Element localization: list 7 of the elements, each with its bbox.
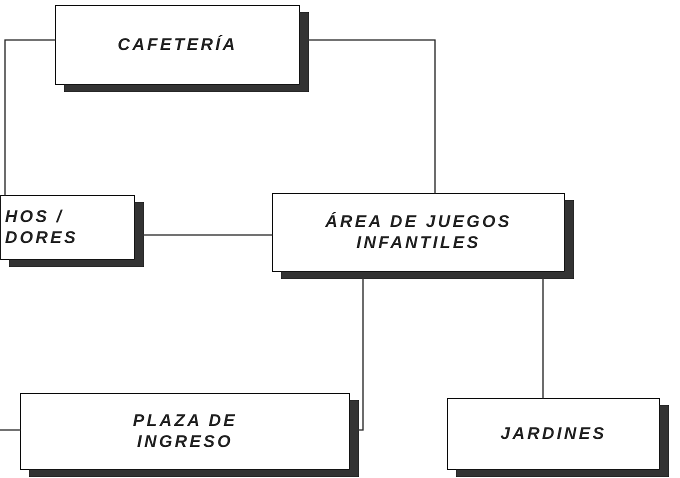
area-label: CAFETERÍA <box>118 34 238 56</box>
connector-line <box>0 429 20 431</box>
area-label: ÁREA DE JUEGOS INFANTILES <box>324 212 513 253</box>
area-label: HOS / DORES <box>5 207 79 248</box>
area-label: JARDINES <box>500 424 606 444</box>
area-label: PLAZA DE INGRESO <box>132 411 238 452</box>
connector-line <box>4 39 55 195</box>
